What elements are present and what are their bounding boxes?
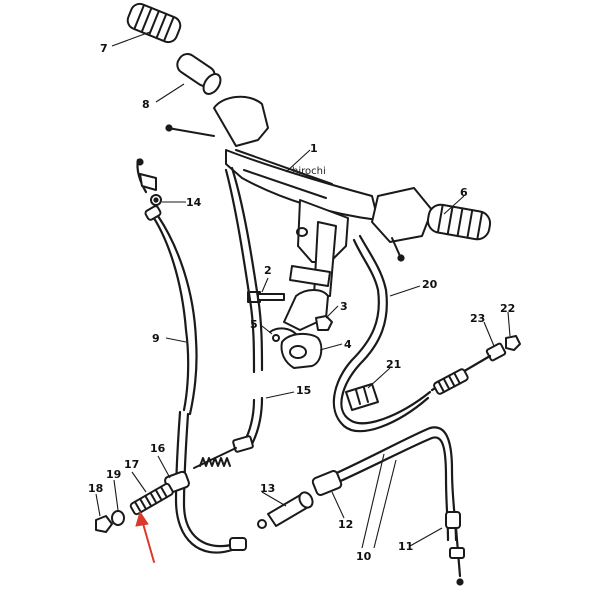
callout-labels: 7 8 1 6 14 2 20 3 5 4 9 15 21 23 22 16 1… <box>88 42 515 563</box>
callout-3: 3 <box>340 300 348 313</box>
callout-20: 20 <box>422 278 438 291</box>
throttle-cable-part-20 <box>332 234 432 433</box>
adjuster-part-14 <box>150 194 162 206</box>
callout-11: 11 <box>398 540 413 553</box>
highlight-arrow <box>135 510 155 563</box>
callout-6: 6 <box>460 186 468 199</box>
watermark-text: hirochi <box>292 166 326 177</box>
cable-junction-part-21 <box>345 383 379 411</box>
callout-13: 13 <box>260 482 275 495</box>
callout-23: 23 <box>470 312 485 325</box>
throttle-grip-part-6 <box>371 187 492 262</box>
washer-part-19 <box>111 510 125 526</box>
connector-part-12 <box>311 469 343 497</box>
callout-9: 9 <box>152 332 160 345</box>
adjuster-part-23 <box>430 342 507 395</box>
callout-18: 18 <box>88 482 103 495</box>
washer-part-5 <box>269 327 297 342</box>
handlebar-part-1 <box>165 95 379 331</box>
lower-cable-part-11 <box>328 426 465 586</box>
spring-part-17 <box>129 482 174 516</box>
callout-14: 14 <box>186 196 202 209</box>
callout-16: 16 <box>150 442 166 455</box>
callout-2: 2 <box>264 264 272 277</box>
callout-10: 10 <box>356 550 372 563</box>
callout-17: 17 <box>124 458 139 471</box>
left-grip-part-7 <box>126 2 182 44</box>
callout-7: 7 <box>100 42 108 55</box>
callout-19: 19 <box>106 468 121 481</box>
callout-4: 4 <box>344 338 352 351</box>
cable-end-part-22 <box>505 335 521 351</box>
clutch-cable-part-15 <box>193 166 264 469</box>
nut-part-18 <box>95 515 113 533</box>
callout-12: 12 <box>338 518 353 531</box>
callout-8: 8 <box>142 98 150 111</box>
bolt-part-2 <box>247 277 285 303</box>
clamp-part-4 <box>280 332 323 369</box>
callout-21: 21 <box>386 358 401 371</box>
nut-part-3 <box>315 315 333 331</box>
brake-cable-part-9 <box>136 158 247 554</box>
callout-5: 5 <box>250 318 258 331</box>
callout-22: 22 <box>500 302 515 315</box>
callout-1: 1 <box>310 142 318 155</box>
cable-spring <box>199 457 231 467</box>
plug-part-13 <box>257 491 314 529</box>
grip-sleeve-part-8 <box>176 53 222 95</box>
callout-15: 15 <box>296 384 311 397</box>
leader-lines <box>95 31 511 549</box>
